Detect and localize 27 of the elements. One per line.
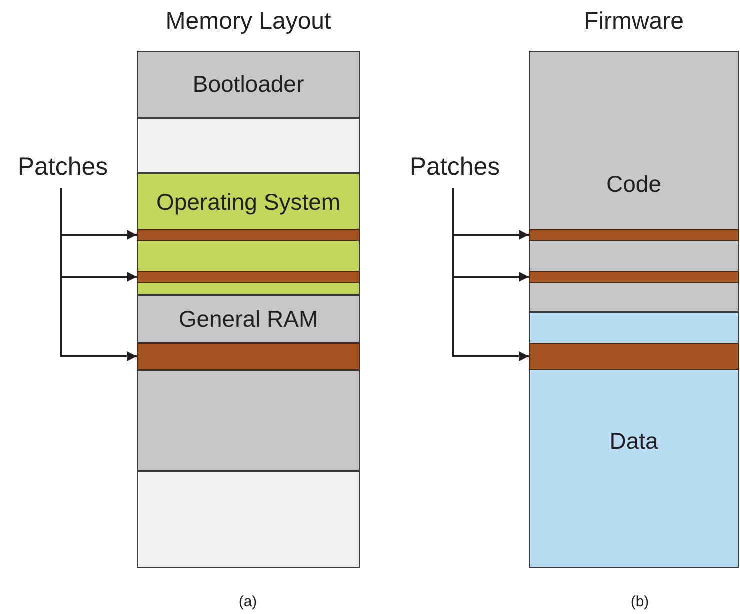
memory-segment [137,51,360,118]
memory-segment [137,370,360,471]
arrow [452,188,529,362]
segment-label: Code [606,170,662,198]
patch-bar [529,229,739,241]
patch-bar [137,271,360,283]
patches-label: Patches [400,150,510,184]
patch-bar [137,229,360,241]
patch-bar [529,343,739,370]
memory-segment [529,51,739,312]
segment-label: Bootloader [192,71,306,98]
memory-segment [137,118,360,173]
arrow [60,188,137,362]
memory-segment [137,295,360,343]
memory-segment [529,312,739,568]
segment-label: Operating System [155,188,342,216]
subfigure-label: (a) [238,594,258,610]
segment-label: Data [608,428,660,454]
segment-label: General RAM [178,306,320,332]
patch-bar [137,343,360,370]
patch-bar [529,271,739,283]
column-heading: Memory Layout [166,8,332,36]
subfigure-label: (b) [630,594,650,610]
patches-label: Patches [8,150,118,184]
column-heading: Firmware [584,8,684,36]
memory-segment [137,471,360,568]
memory-segment [137,173,360,295]
